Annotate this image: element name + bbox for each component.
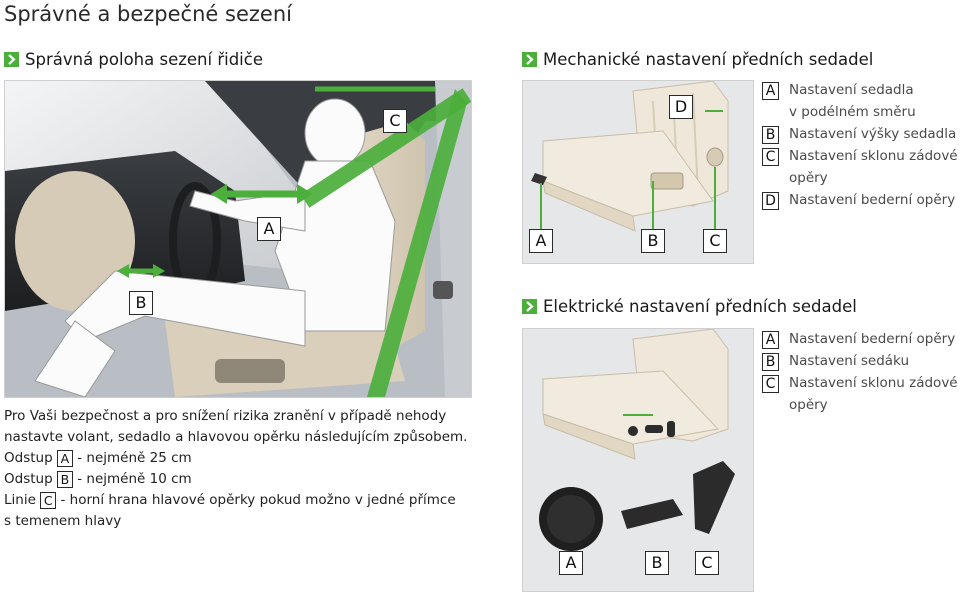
label-b: B [641,229,665,253]
legend-text: Nastavení sedáku [789,353,910,369]
label-d: D [669,95,693,119]
note-line-a: Odstup A - nejméně 25 cm [4,448,474,469]
section-title: Správná poloha sezení řidiče [25,50,263,69]
legend-item-a: A Nastavení bederní opěry [762,328,958,350]
section-heading-driver-position: Správná poloha sezení řidiče [4,50,263,69]
legend-badge: A [762,331,779,349]
legend-badge: A [762,82,779,100]
section-heading-electric: Elektrické nastavení předních sedadel [522,297,857,316]
legend-badge: D [762,192,779,210]
legend-badge: B [762,353,779,371]
legend-badge: B [762,126,779,144]
section-title: Mechanické nastavení předních sedadel [543,50,874,69]
label-a: A [559,551,583,575]
legend-item-c: C Nastavení sklonu zádové opěry [762,145,958,189]
note-badge-c: C [40,491,57,509]
mechanical-legend: A Nastavení sedadla v podélném směru B Na… [762,79,958,211]
legend-item-c: C Nastavení sklonu zádové opěry [762,372,958,416]
legend-item-d: D Nastavení bederní opěry [762,189,958,211]
note-paragraph-1: Pro Vaši bezpečnost a pro snížení rizika… [4,408,447,424]
legend-item-b: B Nastavení sedáku [762,350,958,372]
label-c: C [695,551,719,575]
legend-text: Nastavení sedadla [789,82,914,98]
legend-text-2: opěry [789,170,828,186]
legend-text: Nastavení sklonu zádové [789,375,958,391]
section-heading-mechanical: Mechanické nastavení předních sedadel [522,50,873,69]
legend-text: Nastavení sklonu zádové [789,148,958,164]
driver-seated-image [5,81,471,397]
legend-text-2: v podélném směru [789,104,916,120]
note-line-a-text: - nejméně 25 cm [77,450,192,466]
note-line-c-prefix: Linie [4,492,36,508]
driver-position-illustration: A B C [4,80,472,398]
legend-text: Nastavení bederní opěry [789,331,956,347]
section-title: Elektrické nastavení předních sedadel [543,297,857,316]
legend-badge: C [762,148,779,166]
label-a: A [529,229,553,253]
note-line-b: Odstup B - nejméně 10 cm [4,469,474,490]
legend-item-b: B Nastavení výšky sedadla [762,123,958,145]
note-line-b-prefix: Odstup [4,471,53,487]
label-c: C [703,229,727,253]
electric-seat-illustration: A B C [522,328,754,592]
note-paragraph-2: nastavte volant, sedadlo a hlavovou opěr… [4,429,468,445]
driver-position-note: Pro Vaši bezpečnost a pro snížení rizika… [4,406,474,532]
label-b: B [645,551,669,575]
legend-text: Nastavení výšky sedadla [789,126,957,142]
chevron-right-icon [522,52,537,67]
legend-badge: C [762,375,779,393]
legend-text-2: opěry [789,397,828,413]
note-line-c-continuation: s temenem hlavy [4,513,122,529]
note-badge-b: B [56,470,73,488]
label-c: C [383,109,407,133]
electric-legend: A Nastavení bederní opěry B Nastavení se… [762,328,958,416]
label-b: B [129,291,153,315]
note-line-c-text: - horní hrana hlavové opěrky pokud možno… [60,492,456,508]
chevron-right-icon [4,52,19,67]
page-title: Správné a bezpečné sezení [4,2,292,26]
electric-seat-image [523,329,753,591]
legend-text: Nastavení bederní opěry [789,192,956,208]
mechanical-seat-illustration: A B C D [522,80,754,264]
label-a: A [257,217,281,241]
note-badge-a: A [56,449,73,467]
legend-item-a: A Nastavení sedadla v podélném směru [762,79,958,123]
note-line-a-prefix: Odstup [4,450,53,466]
distance-b-arrow [117,264,165,278]
distance-a-arrow [211,184,313,204]
note-line-b-text: - nejméně 10 cm [77,471,192,487]
chevron-right-icon [522,299,537,314]
note-line-c: Linie C - horní hrana hlavové opěrky pok… [4,490,474,511]
